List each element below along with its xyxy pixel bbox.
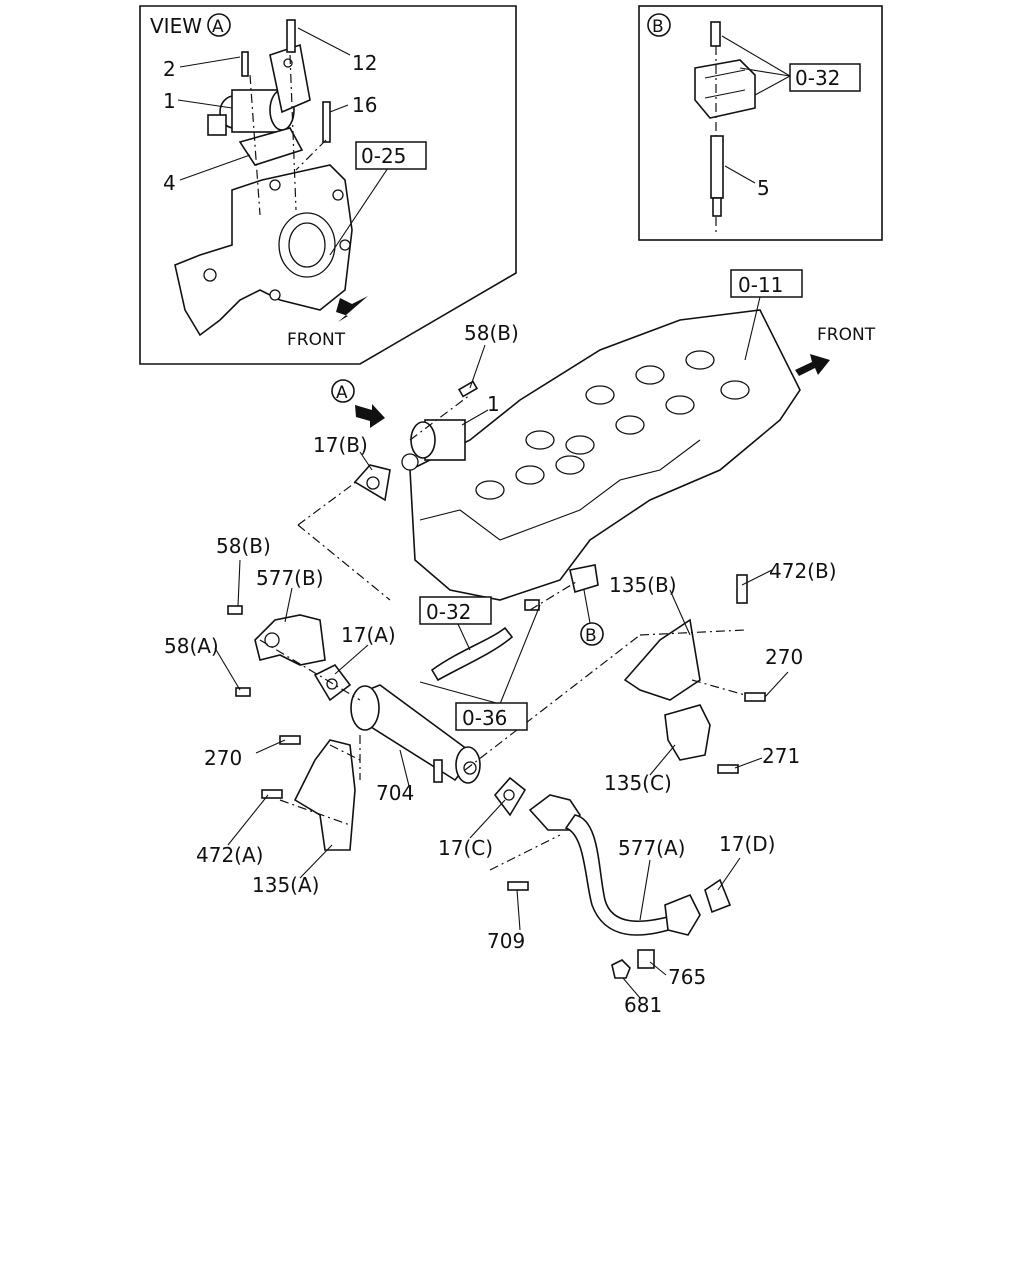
ref-box-0-32-main: 0-32 [419, 596, 492, 625]
callout-135c: 135(C) [604, 771, 672, 795]
view-b-marker-letter: B [585, 626, 597, 646]
callout-4: 4 [163, 171, 176, 195]
egr-valve-main-drawing [401, 419, 466, 471]
callout-765: 765 [668, 965, 706, 989]
callout-1-inset: 1 [163, 89, 176, 113]
bracket-135a-drawing [293, 739, 356, 851]
svg-text:0-32: 0-32 [795, 66, 840, 90]
bolt-58b-top-drawing [457, 380, 479, 398]
view-b-marker: B [580, 589, 604, 646]
view-a-inset: VIEW A [139, 5, 517, 365]
callout-270-left: 270 [204, 746, 242, 770]
callout-58b-top: 58(B) [464, 321, 519, 345]
ref-box-0-25: 0-25 [355, 141, 427, 170]
egr-valve-drawing [207, 19, 331, 143]
callout-704: 704 [376, 781, 414, 805]
egr-cooler-704-drawing [350, 684, 481, 784]
ref-box-0-36: 0-36 [455, 702, 528, 731]
view-b-circle-marker: B [647, 13, 671, 37]
bracket-135b-drawing [623, 618, 701, 701]
callout-17a: 17(A) [341, 623, 396, 647]
callout-1-main: 1 [487, 392, 500, 416]
front-label-inset: FRONT [287, 330, 346, 350]
callout-135a: 135(A) [252, 873, 319, 897]
view-a-circle-letter: A [212, 17, 224, 37]
nut-681-drawing [611, 959, 631, 979]
svg-text:0-11: 0-11 [738, 273, 783, 297]
front-arrow-main [795, 354, 830, 376]
view-a-title: VIEW [150, 14, 202, 38]
view-a-marker: A [331, 379, 385, 428]
callout-17b: 17(B) [313, 433, 368, 457]
view-a-circle-marker: A [207, 13, 231, 37]
pipe-577b-drawing [254, 614, 326, 666]
callout-17c: 17(C) [438, 836, 493, 860]
water-hose-drawing [430, 626, 514, 682]
gasket-17d-drawing [704, 878, 732, 914]
callout-58b-left: 58(B) [216, 534, 271, 558]
view-b-circle-letter: B [652, 17, 664, 37]
svg-text:0-25: 0-25 [361, 144, 406, 168]
view-b-inset: B 0-32 5 [638, 5, 883, 241]
stud-765-drawing [637, 949, 655, 969]
callout-2: 2 [163, 57, 176, 81]
cylinder-head-drawing [409, 309, 801, 601]
callout-577b: 577(B) [256, 566, 324, 590]
view-a-marker-letter: A [336, 383, 348, 403]
callout-270-right: 270 [765, 645, 803, 669]
ref-box-0-32-inset: 0-32 [789, 63, 861, 92]
pipe-577a-drawing [528, 794, 701, 936]
front-label-main: FRONT [817, 325, 876, 345]
callout-577a: 577(A) [618, 836, 685, 860]
ref-box-0-11: 0-11 [730, 269, 803, 298]
callout-16: 16 [352, 93, 377, 117]
callout-472b: 472(B) [769, 559, 837, 583]
svg-text:0-32: 0-32 [426, 600, 471, 624]
callout-5: 5 [757, 176, 770, 200]
callout-17d: 17(D) [719, 832, 775, 856]
callout-472a: 472(A) [196, 843, 263, 867]
svg-text:0-36: 0-36 [462, 706, 507, 730]
callout-58a: 58(A) [164, 634, 219, 658]
bolt-709-drawing [507, 881, 529, 891]
callout-12: 12 [352, 51, 377, 75]
front-arrow-inset [336, 296, 368, 322]
callout-135b: 135(B) [609, 573, 677, 597]
callout-271: 271 [762, 744, 800, 768]
callout-681: 681 [624, 993, 662, 1017]
callout-709: 709 [487, 929, 525, 953]
bracket-135c-drawing [664, 704, 711, 761]
cylinder-head-section-drawing [174, 164, 353, 337]
